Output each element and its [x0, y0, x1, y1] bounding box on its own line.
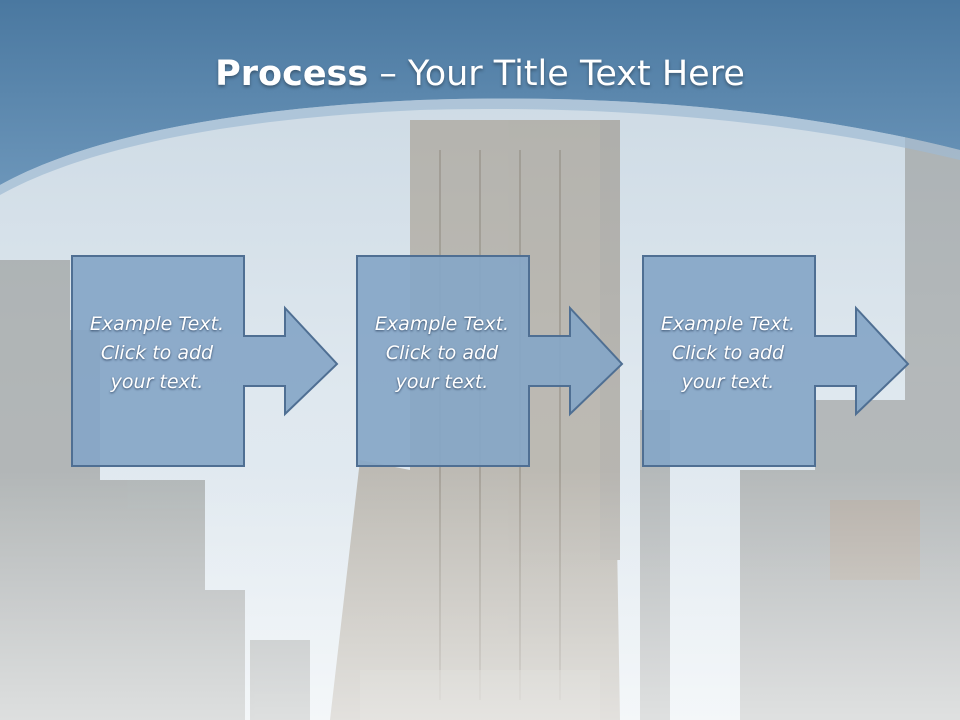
step-arrow-shape — [71, 255, 339, 467]
step-line-3: your text. — [110, 371, 204, 393]
step-line-1: Example Text. — [374, 313, 510, 335]
step-arrow-shape — [356, 255, 624, 467]
step-line-3: your text. — [395, 371, 489, 393]
step-line-2: Click to add — [671, 342, 785, 364]
step-line-2: Click to add — [100, 342, 214, 364]
step-line-2: Click to add — [385, 342, 499, 364]
process-step-2[interactable]: Example Text. Click to add your text. — [356, 255, 628, 468]
process-step-1[interactable]: Example Text. Click to add your text. — [71, 255, 343, 468]
step-text: Example Text. Click to add your text. — [71, 310, 243, 397]
title-bold: Process — [215, 54, 369, 94]
step-text: Example Text. Click to add your text. — [642, 310, 814, 397]
title-rest: – Your Title Text Here — [368, 54, 745, 94]
process-step-3[interactable]: Example Text. Click to add your text. — [642, 255, 914, 468]
step-arrow-shape — [642, 255, 910, 467]
step-text: Example Text. Click to add your text. — [356, 310, 528, 397]
step-line-1: Example Text. — [660, 313, 796, 335]
step-line-3: your text. — [681, 371, 775, 393]
slide-title[interactable]: Process – Your Title Text Here — [0, 52, 960, 96]
step-line-1: Example Text. — [89, 313, 225, 335]
